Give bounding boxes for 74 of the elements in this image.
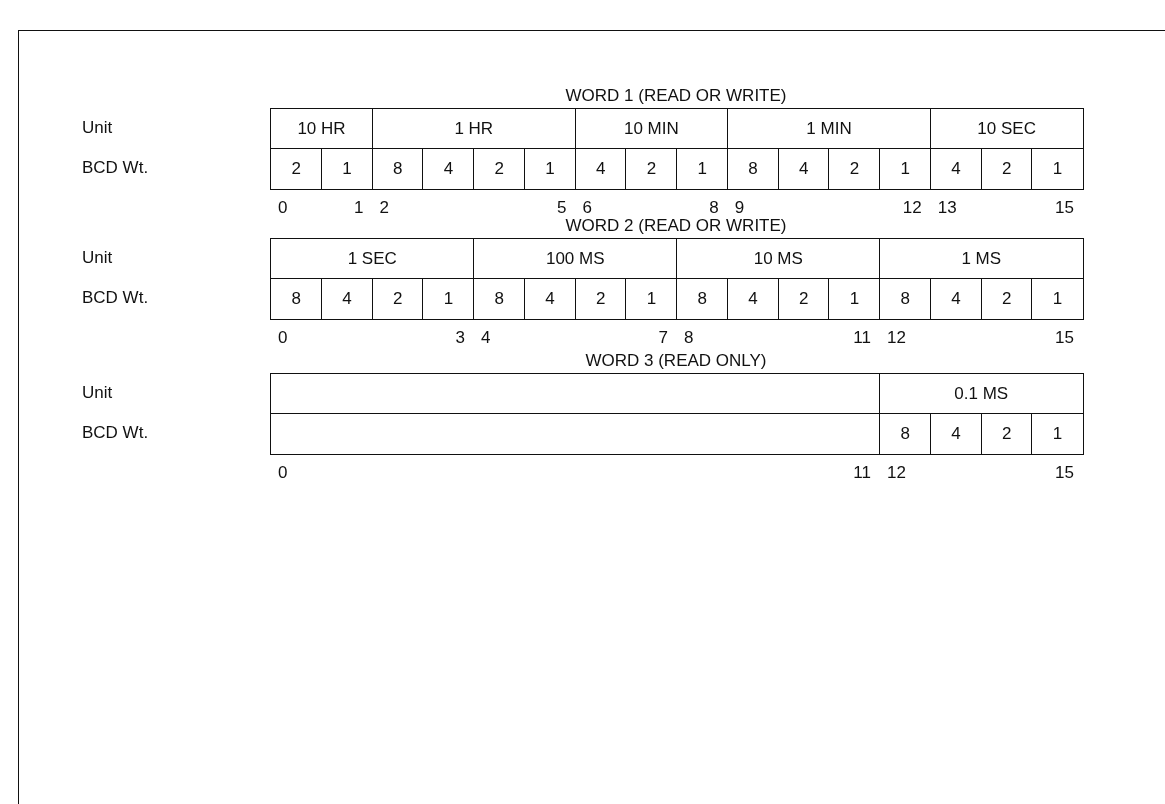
bit-weight-cell: 4	[929, 148, 982, 190]
bit-weight-cell: 4	[777, 148, 830, 190]
bit-number: 4	[481, 328, 491, 348]
bit-weight-cell: 4	[929, 278, 982, 320]
bit-number: 9	[734, 198, 745, 218]
bit-number: 15	[1055, 463, 1074, 483]
unit-cell: 0.1 MS	[879, 373, 1084, 415]
bit-weight-cell: 4	[929, 413, 982, 455]
word-heading: WORD 2 (READ OR WRITE)	[564, 216, 788, 237]
bit-weight-cell: 1	[676, 148, 729, 190]
bit-weight-cell: 8	[879, 278, 932, 320]
bit-weight-cell: 2	[473, 148, 526, 190]
bit-weight-cell: 4	[726, 278, 779, 320]
bit-weight-cell: 8	[473, 278, 526, 320]
bit-number: 0	[278, 198, 288, 218]
bit-weight-cell: 1	[320, 148, 373, 190]
bit-weight-cell: 8	[270, 278, 323, 320]
bit-weight-cell: 8	[879, 413, 932, 455]
bit-weight-cell: 8	[726, 148, 779, 190]
bit-weight-cell: 4	[523, 278, 576, 320]
bit-weight-cell: 2	[828, 148, 881, 190]
bit-weight-cell: 2	[980, 148, 1033, 190]
bit-weight-cell: 4	[320, 278, 373, 320]
bit-weight-cell: 2	[777, 278, 830, 320]
bit-number: 12	[887, 328, 906, 348]
bit-weight-cell: 1	[879, 148, 932, 190]
bit-number: 15	[1055, 328, 1074, 348]
bit-weight-cell: 2	[980, 413, 1033, 455]
row-label: Unit	[82, 383, 113, 403]
bit-weight-cell: 8	[676, 278, 729, 320]
unit-cell: 10 MS	[676, 238, 881, 280]
row-label: BCD Wt.	[82, 288, 149, 308]
bit-number: 12	[887, 463, 906, 483]
bit-weight-cell: 1	[828, 278, 881, 320]
bit-weight-cell: 2	[980, 278, 1033, 320]
bit-weight-cell: 1	[523, 148, 576, 190]
bit-number: 3	[455, 328, 465, 348]
bit-weight-cell: 1	[422, 278, 475, 320]
bit-number: 0	[278, 328, 288, 348]
unit-cell: 1 MS	[879, 238, 1084, 280]
bit-weight-cell: 1	[1031, 148, 1084, 190]
bit-number: 13	[937, 198, 957, 218]
bit-number: 12	[902, 198, 922, 218]
unit-cell: 10 HR	[270, 108, 373, 150]
bit-weight-cell: 1	[1031, 278, 1084, 320]
bit-weight-cell: 8	[371, 148, 424, 190]
unit-cell: 1 SEC	[270, 238, 475, 280]
bit-weight-cell: 2	[574, 278, 627, 320]
bit-number: 5	[557, 198, 567, 218]
bit-weight-cell: 1	[625, 278, 678, 320]
bit-number: 8	[709, 198, 719, 218]
unit-cell: 100 MS	[473, 238, 678, 280]
bit-weight-cell: 4	[574, 148, 627, 190]
bit-weight-cell: 4	[422, 148, 475, 190]
row-label: Unit	[82, 118, 113, 138]
word-heading: WORD 1 (READ OR WRITE)	[564, 86, 788, 107]
bit-number: 7	[658, 328, 668, 348]
bit-number: 1	[354, 198, 364, 218]
bit-weight-cell: 2	[625, 148, 678, 190]
bit-number: 2	[379, 198, 389, 218]
bit-weight-cell: 2	[371, 278, 424, 320]
bit-number: 0	[278, 463, 288, 483]
unit-cell: 10 SEC	[929, 108, 1084, 150]
bit-number: 15	[1055, 198, 1074, 218]
bit-number: 8	[684, 328, 694, 348]
bit-weight-cell: 1	[1031, 413, 1084, 455]
bit-number: 6	[582, 198, 592, 218]
row-label: Unit	[82, 248, 113, 268]
bit-weight-cell: 2	[270, 148, 323, 190]
bit-number: 11	[853, 328, 871, 348]
row-label: BCD Wt.	[82, 158, 149, 178]
word-heading: WORD 3 (READ ONLY)	[584, 351, 768, 372]
row-label: BCD Wt.	[82, 423, 149, 443]
bit-number: 11	[853, 463, 871, 483]
